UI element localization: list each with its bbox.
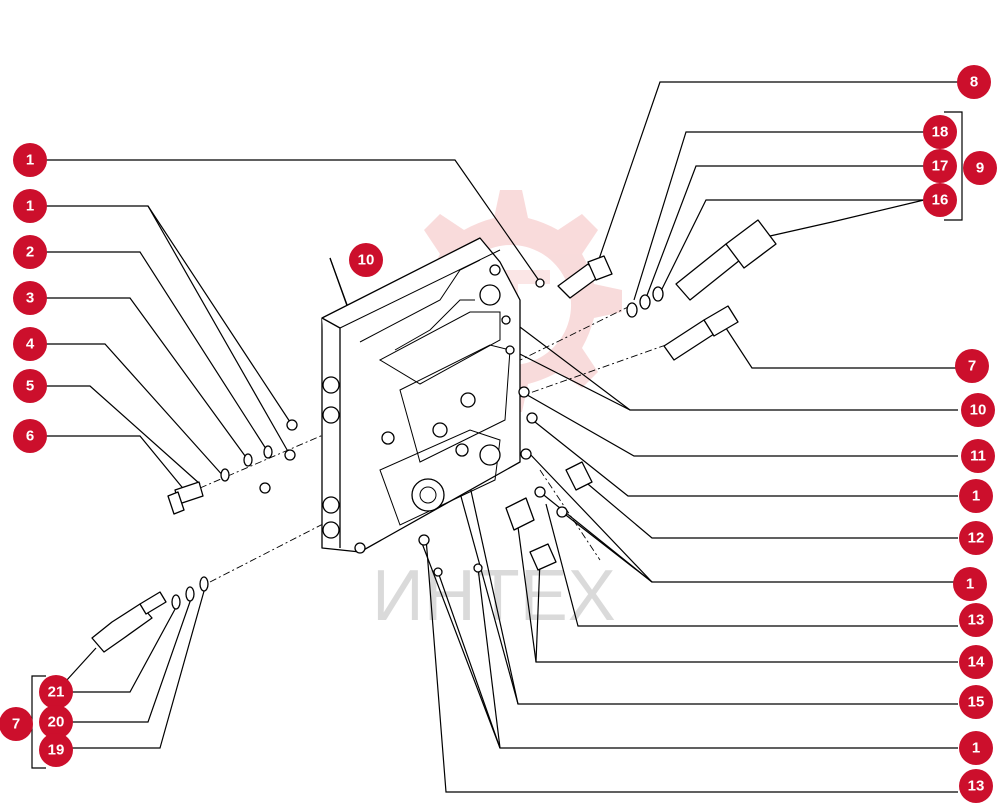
valve-body xyxy=(321,237,521,554)
callout-label: 4 xyxy=(26,336,35,353)
callout-badge: 10 xyxy=(349,243,383,277)
callout-badge: 20 xyxy=(39,705,73,739)
callout-label: 3 xyxy=(26,290,34,307)
callout-label: 10 xyxy=(970,402,987,419)
callout-label: 9 xyxy=(976,160,984,177)
callout-label: 12 xyxy=(968,530,985,547)
callout-label: 10 xyxy=(358,252,375,269)
callout-badge: 17 xyxy=(923,149,957,183)
callout-label: 20 xyxy=(48,714,65,731)
callout-label: 13 xyxy=(968,612,985,629)
callout-label: 19 xyxy=(48,742,65,759)
leader-lines xyxy=(44,81,958,793)
callout-badge: 15 xyxy=(959,685,993,719)
callout-badge: 5 xyxy=(13,369,47,403)
callout-badge: 14 xyxy=(959,645,993,679)
callout-label: 1 xyxy=(966,576,974,593)
callout-badge: 1 xyxy=(959,731,993,765)
callout-badge: 7 xyxy=(0,707,33,741)
callout-label: 2 xyxy=(26,244,34,261)
callout-label: 1 xyxy=(26,198,34,215)
callout-badge: 21 xyxy=(39,675,73,709)
callout-label: 5 xyxy=(26,378,34,395)
callout-badge: 13 xyxy=(959,603,993,637)
callout-label: 1 xyxy=(972,740,980,757)
callout-badge: 13 xyxy=(959,769,993,803)
callout-badge: 12 xyxy=(959,521,993,555)
callout-badge: 1 xyxy=(13,143,47,177)
callout-badge: 9 xyxy=(963,151,997,185)
callout-badge: 1 xyxy=(13,189,47,223)
callout-label: 14 xyxy=(968,654,985,671)
callout-label: 11 xyxy=(970,448,986,465)
callout-badge: 1 xyxy=(959,479,993,513)
callout-label: 18 xyxy=(932,124,949,141)
callout-badge: 6 xyxy=(13,419,47,453)
callout-badge: 11 xyxy=(961,439,995,473)
callout-badge: 2 xyxy=(13,235,47,269)
callout-label: 1 xyxy=(972,488,980,505)
callout-badge: 18 xyxy=(923,115,957,149)
callout-badge: 3 xyxy=(13,281,47,315)
left-parts xyxy=(91,419,298,653)
callout-label: 16 xyxy=(932,192,949,209)
callout-badge: 7 xyxy=(955,349,989,383)
callout-badge: 19 xyxy=(39,733,73,767)
callout-badge: 4 xyxy=(13,327,47,361)
callout-label: 7 xyxy=(12,716,20,733)
callout-badge: 10 xyxy=(961,393,995,427)
bracket-9 xyxy=(944,111,963,221)
callouts: 1 1 2 3 4 5 6 10 8 18 17 16 9 7 10 11 1 … xyxy=(0,65,997,803)
callout-label: 17 xyxy=(932,158,949,175)
callout-badge: 1 xyxy=(953,567,987,601)
callout-label: 21 xyxy=(48,684,65,701)
callout-label: 8 xyxy=(970,74,978,91)
callout-label: 6 xyxy=(26,428,34,445)
callout-badge: 8 xyxy=(957,65,991,99)
callout-badge: 16 xyxy=(923,183,957,217)
callout-label: 15 xyxy=(968,694,985,711)
callout-label: 13 xyxy=(968,778,985,795)
right-parts xyxy=(418,219,777,577)
callout-label: 1 xyxy=(26,152,34,169)
callout-label: 7 xyxy=(968,358,976,375)
